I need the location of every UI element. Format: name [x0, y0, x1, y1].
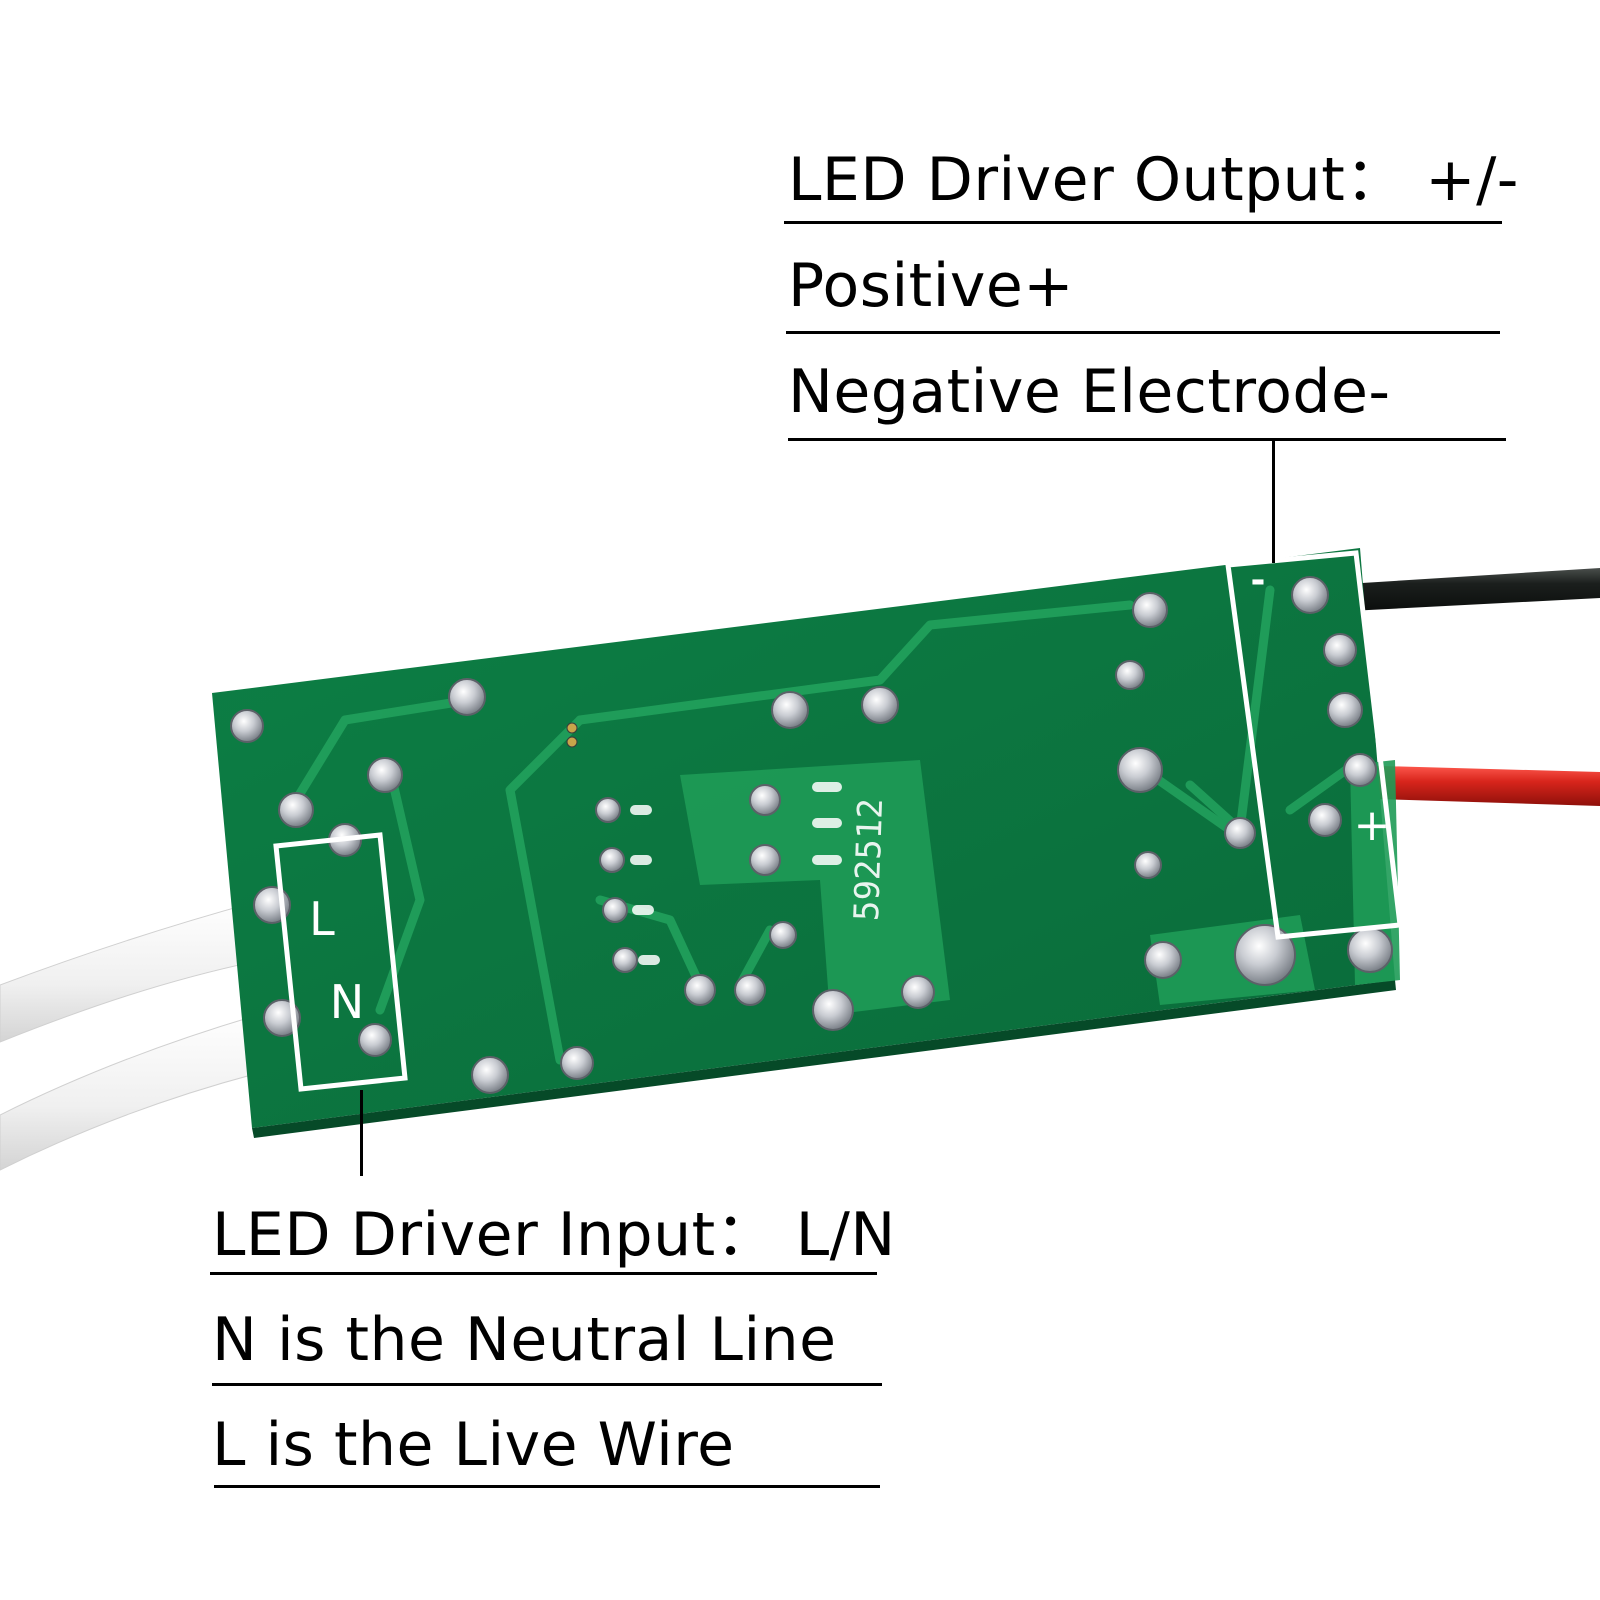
copper-pad-region [680, 760, 950, 1015]
output-wires [1330, 568, 1600, 806]
pcb-traces [285, 585, 1365, 1065]
part-code-text: 592512 [847, 798, 891, 922]
output-leader-line [1272, 441, 1275, 563]
via-holes [566, 722, 578, 748]
black-wire [1330, 568, 1600, 612]
input-neutral-label: N is the Neutral Line [212, 1305, 837, 1375]
output-terminal-box: - + [1225, 550, 1403, 940]
output-positive-label: Positive+ [788, 251, 1075, 321]
input-terminal-box: L N [273, 832, 408, 1092]
output-positive-underline [786, 331, 1500, 334]
output-negative-label: Negative Electrode- [788, 357, 1391, 427]
output-negative-underline [788, 438, 1506, 441]
output-heading-underline [784, 221, 1502, 224]
output-heading: LED Driver Output： +/- [788, 145, 1519, 215]
plus-mark: + [1354, 800, 1391, 851]
white-wire-top [0, 897, 273, 1043]
board-edge [252, 980, 1396, 1138]
input-leader-line [360, 1090, 363, 1176]
neutral-mark: N [330, 975, 364, 1029]
red-wire [1345, 765, 1600, 806]
white-wire-bottom [0, 1009, 279, 1171]
input-live-underline [214, 1485, 880, 1488]
slot-pads [630, 782, 842, 965]
minus-mark: - [1251, 560, 1266, 601]
input-live-label: L is the Live Wire [212, 1410, 735, 1480]
input-heading: LED Driver Input： L/N [212, 1200, 896, 1270]
input-heading-underline [210, 1272, 877, 1275]
input-neutral-underline [212, 1383, 882, 1386]
live-mark: L [309, 892, 335, 946]
